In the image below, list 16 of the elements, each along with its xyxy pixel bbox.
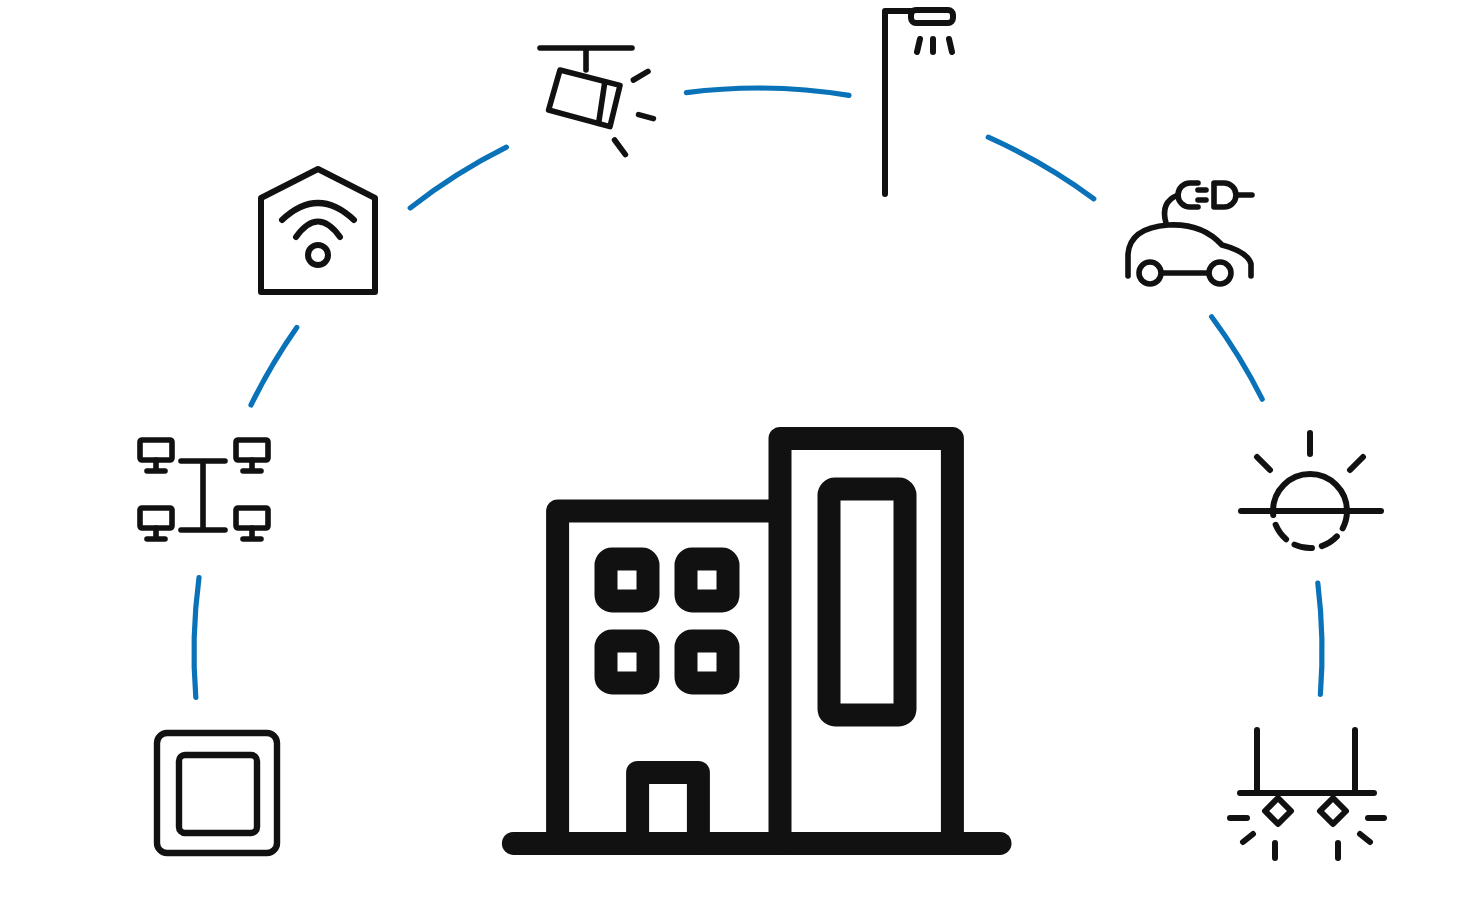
- connector-line: [248, 324, 300, 408]
- connector-line: [407, 144, 509, 211]
- office-building-icon: [500, 422, 1014, 860]
- connector-line: [1315, 580, 1325, 697]
- car-charging-icon: [1122, 176, 1256, 288]
- security-camera-icon: [536, 42, 658, 160]
- spotlight-icon: [1224, 724, 1390, 864]
- connector-line: [985, 134, 1097, 202]
- connector-line: [1209, 314, 1265, 402]
- connector-line: [683, 85, 852, 98]
- connector-line: [191, 575, 202, 700]
- light-icon: [1236, 428, 1386, 554]
- house-wifi-icon: [254, 164, 382, 298]
- computer-network-icon: [132, 434, 274, 548]
- street-lamp-icon: [878, 4, 960, 198]
- light-switch-icon: [150, 726, 284, 860]
